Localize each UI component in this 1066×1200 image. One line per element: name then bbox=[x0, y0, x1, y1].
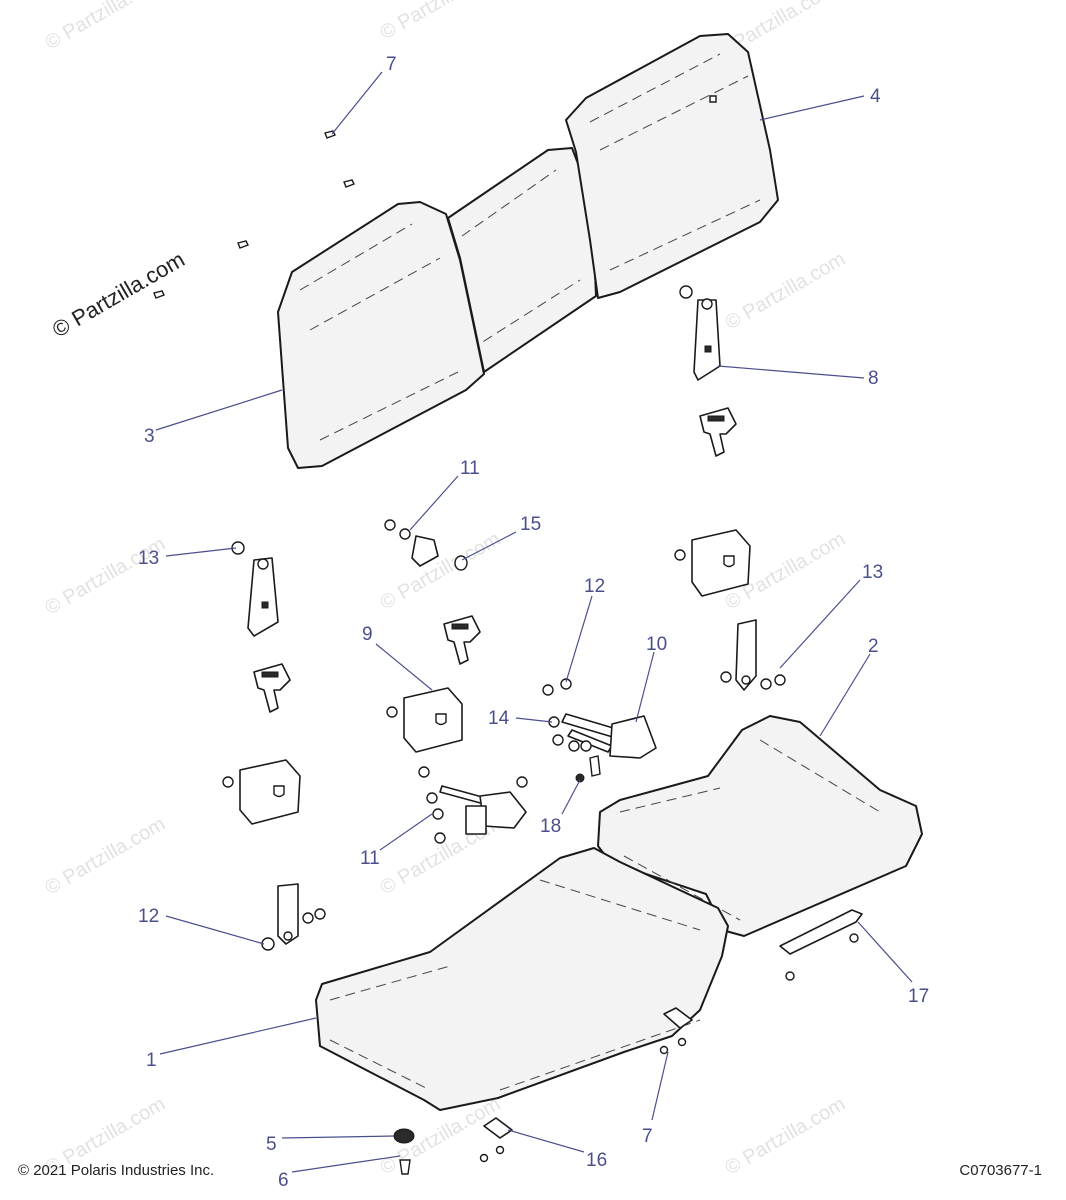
seat-back-assembly bbox=[277, 33, 779, 469]
seatbelt-assembly-11 bbox=[418, 766, 528, 844]
watermark: © Partzilla.com bbox=[722, 248, 850, 334]
callouts: 7 4 8 3 11 15 13 13 12 9 10 2 14 18 11 1… bbox=[138, 54, 929, 1191]
seat-back-right bbox=[565, 33, 779, 299]
screw-icon bbox=[153, 290, 165, 299]
mount-bracket-16 bbox=[479, 1117, 513, 1163]
callout-13-left: 13 bbox=[138, 548, 159, 569]
callout-13-right: 13 bbox=[862, 562, 883, 583]
watermark: © Partzilla.com bbox=[42, 533, 170, 619]
watermark: © Partzilla.com bbox=[377, 528, 505, 614]
bracket bbox=[247, 557, 279, 637]
center-anchor-hardware bbox=[384, 519, 468, 571]
nut-icon bbox=[679, 285, 693, 299]
callout-12-left: 12 bbox=[138, 906, 159, 927]
watermark: © Partzilla.com bbox=[42, 813, 170, 899]
bolt-icon bbox=[542, 684, 554, 696]
callout-15: 15 bbox=[520, 514, 541, 535]
seatbelt-buckle bbox=[699, 407, 737, 457]
footer-diagram-code: C0703677-1 bbox=[959, 1162, 1042, 1179]
partzilla-copyright-badge: © Partzilla.com bbox=[48, 247, 189, 343]
bracket bbox=[693, 299, 721, 381]
callout-6: 6 bbox=[278, 1170, 289, 1191]
mount-bracket-17 bbox=[779, 909, 863, 981]
seat-back-left bbox=[277, 201, 485, 469]
mount-bracket-upper-small bbox=[659, 1007, 693, 1055]
callout-8: 8 bbox=[868, 368, 879, 389]
seatbelt-bracket-13-right bbox=[720, 619, 786, 691]
bolt-icon bbox=[418, 766, 430, 778]
seatbelt-buckle bbox=[253, 663, 291, 713]
seatbelt-bracket-12-left bbox=[261, 883, 326, 951]
callout-17: 17 bbox=[908, 986, 929, 1007]
watermark: © Partzilla.com bbox=[722, 1093, 850, 1179]
retractor-cover-right bbox=[674, 529, 751, 597]
screw-icon bbox=[343, 179, 355, 188]
seatbelt-assembly-10 bbox=[542, 678, 657, 783]
seat-bottom-left-1 bbox=[315, 847, 729, 1111]
callout-16: 16 bbox=[586, 1150, 607, 1171]
watermark: © Partzilla.com bbox=[42, 0, 170, 54]
seatbelt-bracket-13-left bbox=[231, 541, 291, 713]
retractor-cover-9 bbox=[386, 687, 463, 753]
seat-bottom-right-2 bbox=[597, 715, 923, 937]
callout-18: 18 bbox=[540, 816, 561, 837]
callout-5: 5 bbox=[266, 1134, 277, 1155]
nut-icon bbox=[222, 776, 234, 788]
anchor-plate bbox=[411, 535, 439, 567]
nut-icon bbox=[386, 706, 398, 718]
callout-12-center: 12 bbox=[584, 576, 605, 597]
callout-11-lower: 11 bbox=[360, 848, 380, 869]
retractor-cover-left bbox=[222, 759, 301, 825]
callout-14: 14 bbox=[488, 708, 510, 729]
seatbelt-buckle-middle bbox=[443, 615, 481, 665]
nut-icon bbox=[674, 549, 686, 561]
screw-icon bbox=[399, 1159, 411, 1175]
seatbelt-bracket-8 bbox=[679, 285, 737, 457]
callout-3: 3 bbox=[144, 426, 155, 447]
callout-11-upper: 11 bbox=[460, 458, 480, 479]
bolt-icon bbox=[560, 678, 572, 690]
callout-4: 4 bbox=[870, 86, 881, 107]
screw-icon bbox=[237, 240, 249, 249]
callout-7-top: 7 bbox=[386, 54, 397, 75]
watermark: © Partzilla.com bbox=[377, 0, 505, 44]
callout-1: 1 bbox=[146, 1050, 157, 1071]
callout-9: 9 bbox=[362, 624, 373, 645]
bolt-icon bbox=[720, 671, 732, 683]
callout-10: 10 bbox=[646, 634, 667, 655]
backrest-screws bbox=[153, 130, 355, 299]
callout-7-bottom: 7 bbox=[642, 1126, 653, 1147]
footer-copyright: © 2021 Polaris Industries Inc. bbox=[18, 1162, 215, 1179]
grommet-5-screw-6 bbox=[393, 1128, 415, 1175]
grommet-icon bbox=[393, 1128, 415, 1144]
callout-2: 2 bbox=[868, 636, 879, 657]
